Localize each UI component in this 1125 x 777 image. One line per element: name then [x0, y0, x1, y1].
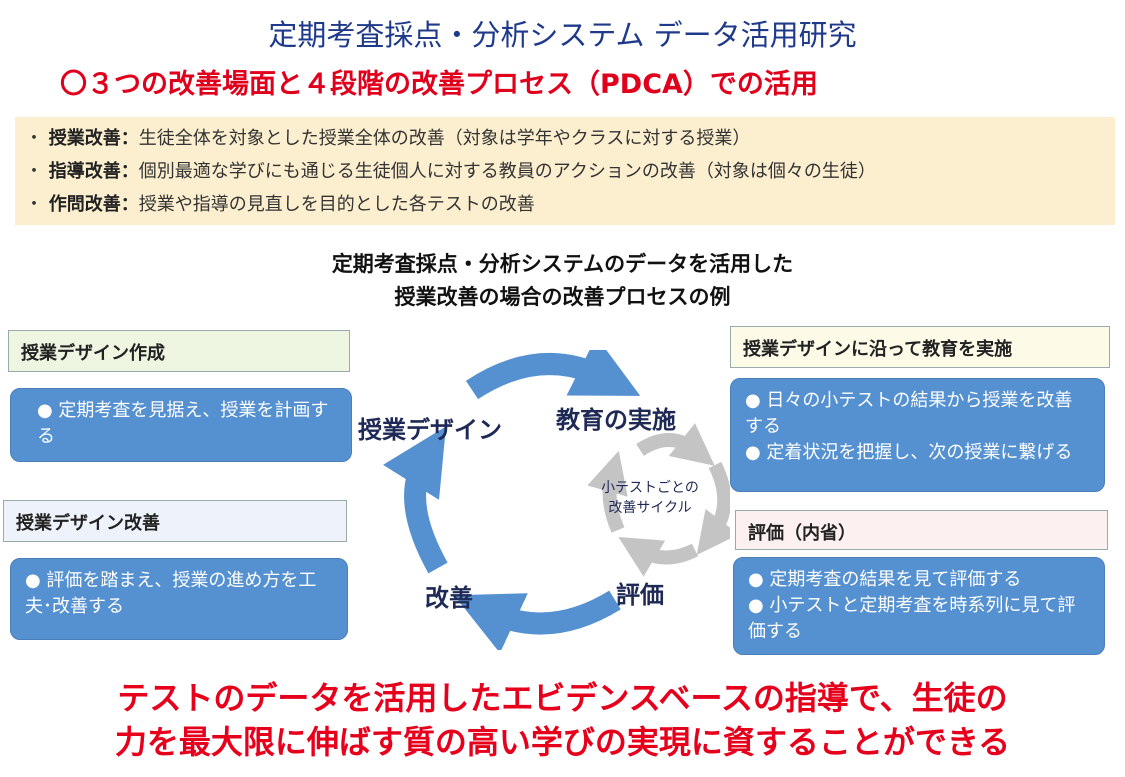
cycle-plan-label: 授業デザイン	[358, 416, 502, 444]
inner-cycle-arrow	[636, 423, 715, 466]
evaluate-header: 評価（内省）	[735, 510, 1108, 550]
inner-cycle-arrow	[696, 461, 730, 556]
inner-cycle-line: 小テストごとの	[601, 480, 699, 496]
scene-term: 作問改善：	[48, 194, 139, 215]
conclusion: テストのデータを活用したエビデンスベースの指導で、生徒の 力を最大限に伸ばす質の…	[0, 676, 1125, 764]
scene-term: 授業改善：	[48, 128, 139, 149]
evaluate-box: ● 定期考査の結果を見て評価する ● 小テストと定期考査を時系列に見て評価する	[733, 557, 1105, 655]
inner-cycle-arrow	[618, 537, 699, 577]
scene-desc: 授業や指導の見直しを目的とした各テストの改善	[138, 194, 535, 215]
implement-item: ● 定着状況を把握し、次の授業に繋げる	[745, 442, 1073, 463]
arrow-act-to-plan	[383, 426, 448, 574]
scene-desc: 生徒全体を対象とした授業全体の改善（対象は学年やクラスに対する授業）	[138, 128, 751, 149]
improvement-scenes-box: ・ 授業改善：生徒全体を対象とした授業全体の改善（対象は学年やクラスに対する授業…	[15, 117, 1115, 225]
arrow-check-to-act	[454, 590, 621, 650]
conclusion-line: テストのデータを活用したエビデンスベースの指導で、生徒の	[117, 679, 1008, 717]
scene-term: 指導改善：	[48, 161, 139, 182]
implement-header: 授業デザインに沿って教育を実施	[730, 326, 1110, 368]
heading-line: 定期考査採点・分析システムのデータを活用した	[331, 252, 794, 276]
evaluate-item: ● 定期考査の結果を見て評価する	[748, 569, 1022, 590]
design-create-header: 授業デザイン作成	[8, 330, 350, 372]
design-create-box: ● 定期考査を見据え、授業を計画する	[10, 388, 352, 462]
inner-cycle-line: 改善サイクル	[608, 500, 692, 516]
process-heading: 定期考査採点・分析システムのデータを活用した 授業改善の場合の改善プロセスの例	[0, 248, 1125, 314]
scene-item: ・ 授業改善：生徒全体を対象とした授業全体の改善（対象は学年やクラスに対する授業…	[25, 128, 751, 149]
scene-desc: 個別最適な学びにも通じる生徒個人に対する教員のアクションの改善（対象は個々の生徒…	[138, 161, 876, 182]
implement-box: ● 日々の小テストの結果から授業を改善する ● 定着状況を把握し、次の授業に繋げ…	[730, 378, 1105, 492]
conclusion-line: 力を最大限に伸ばす質の高い学びの実現に資することができる	[114, 723, 1011, 761]
cycle-check-label: 評価	[616, 581, 664, 609]
implement-item: ● 日々の小テストの結果から授業を改善する	[745, 390, 1073, 437]
cycle-do-label: 教育の実施	[556, 406, 676, 434]
inner-cycle-label: 小テストごとの 改善サイクル	[590, 478, 710, 518]
inner-cycle-arrow	[587, 450, 628, 533]
scene-item: ・ 作問改善：授業や指導の見直しを目的とした各テストの改善	[25, 194, 535, 215]
subtitle: 〇３つの改善場面と４段階の改善プロセス（PDCA）での活用	[60, 69, 818, 100]
evaluate-item: ● 小テストと定期考査を時系列に見て評価する	[748, 595, 1076, 642]
design-improve-box: ● 評価を踏まえ、授業の進め方を工夫･改善する	[10, 558, 348, 640]
page-title: 定期考査採点・分析システム データ活用研究	[268, 18, 857, 52]
heading-line: 授業改善の場合の改善プロセスの例	[394, 285, 731, 309]
scene-item: ・ 指導改善：個別最適な学びにも通じる生徒個人に対する教員のアクションの改善（対…	[25, 161, 876, 182]
pdca-cycle-diagram	[383, 350, 730, 650]
arrow-plan-to-do	[465, 350, 641, 400]
cycle-act-label: 改善	[425, 584, 473, 612]
design-improve-header: 授業デザイン改善	[3, 500, 347, 542]
